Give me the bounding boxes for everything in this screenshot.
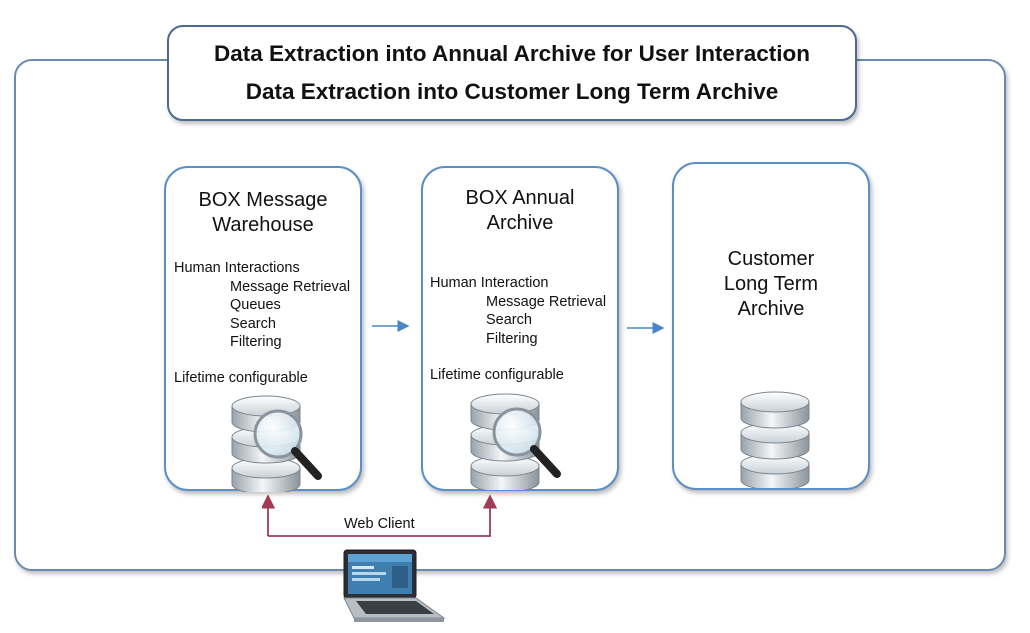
title-line-2: Data Extraction into Customer Long Term … — [245, 79, 779, 104]
panel-title-line: Long Term — [723, 273, 819, 295]
feature-item: Queues — [230, 297, 281, 313]
panel-title: BOX Annual Archive — [423, 186, 617, 236]
feature-item: Message Retrieval — [230, 278, 351, 295]
database-search-icon — [228, 392, 322, 492]
panel-customer-long-term-archive: Customer Long Term Archive — [672, 162, 870, 490]
panel-message-warehouse: BOX Message Warehouse Human Interactions… — [164, 166, 362, 491]
flow-arrow — [627, 322, 665, 334]
panel-title-line: Warehouse — [212, 214, 314, 236]
panel-title-line: Customer — [727, 248, 815, 270]
panel-title-line: Archive — [737, 298, 805, 320]
panel-title-line: BOX Message — [198, 189, 328, 211]
laptop-icon — [343, 549, 446, 622]
feature-item: Message Retrieval — [486, 293, 607, 310]
diagram-title: Data Extraction into Annual Archive for … — [167, 25, 857, 121]
title-line-1: Data Extraction into Annual Archive for … — [214, 41, 810, 66]
panel-title-line: BOX Annual — [465, 187, 575, 209]
panel-title: Customer Long Term Archive — [674, 247, 868, 322]
database-search-icon — [467, 390, 561, 490]
feature-list: Human Interactions Message Retrieval Que… — [174, 259, 350, 352]
panel-annual-archive: BOX Annual Archive Human Interaction Mes… — [421, 166, 619, 491]
feature-item: Search — [230, 315, 276, 332]
database-icon — [737, 388, 813, 488]
panel-title-line: Archive — [486, 212, 554, 234]
web-client-connector — [262, 494, 498, 537]
feature-heading: Human Interactions — [174, 260, 300, 276]
feature-item: Search — [486, 312, 532, 328]
lifetime-label: Lifetime configurable — [174, 370, 308, 386]
flow-arrow — [372, 320, 410, 332]
web-client-label: Web Client — [344, 516, 415, 532]
feature-list: Human Interaction Message Retrieval Sear… — [430, 274, 606, 348]
lifetime-label: Lifetime configurable — [430, 367, 564, 383]
feature-item: Filtering — [486, 330, 538, 347]
panel-title: BOX Message Warehouse — [166, 188, 360, 238]
feature-heading: Human Interaction — [430, 275, 549, 291]
feature-item: Filtering — [230, 334, 282, 350]
